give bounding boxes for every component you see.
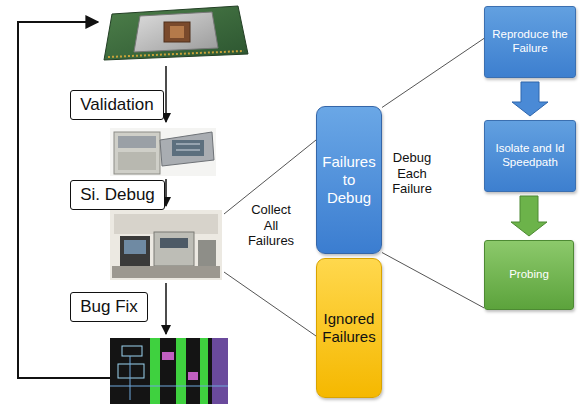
layout-image bbox=[110, 338, 228, 404]
flow-arrow bbox=[165, 66, 167, 122]
node-text: Failures to Debug bbox=[321, 153, 377, 207]
zoom-line bbox=[224, 272, 316, 336]
step-box: Si. Debug bbox=[70, 180, 165, 210]
lab-photo bbox=[110, 210, 222, 280]
block-arrow bbox=[512, 82, 548, 116]
node-text: Validation bbox=[80, 95, 153, 115]
step-box: Bug Fix bbox=[70, 292, 148, 322]
node-text: Reproduce the Failure bbox=[489, 28, 571, 56]
node-text: Si. Debug bbox=[80, 185, 155, 205]
node-text: Probing bbox=[509, 268, 549, 282]
step-box: Validation bbox=[70, 90, 164, 120]
node-text: Isolate and Id Speedpath bbox=[489, 142, 571, 170]
process-box: Probing bbox=[484, 240, 574, 310]
note-label: Collect All Failures bbox=[244, 202, 298, 249]
node-text: Ignored Failures bbox=[321, 310, 377, 346]
tester-photo bbox=[110, 128, 216, 176]
group-box: Ignored Failures bbox=[316, 258, 382, 398]
processor-chip bbox=[104, 6, 248, 60]
process-box: Reproduce the Failure bbox=[484, 6, 576, 78]
group-box: Failures to Debug bbox=[316, 106, 382, 254]
process-box: Isolate and Id Speedpath bbox=[484, 120, 576, 192]
flow-arrow bbox=[165, 179, 167, 206]
node-text: Bug Fix bbox=[80, 297, 138, 317]
note-label: Debug Each Failure bbox=[386, 150, 438, 197]
flow-arrow bbox=[165, 283, 167, 334]
connector-line bbox=[382, 253, 484, 308]
block-arrow bbox=[511, 196, 547, 236]
connector-line bbox=[382, 38, 484, 107]
